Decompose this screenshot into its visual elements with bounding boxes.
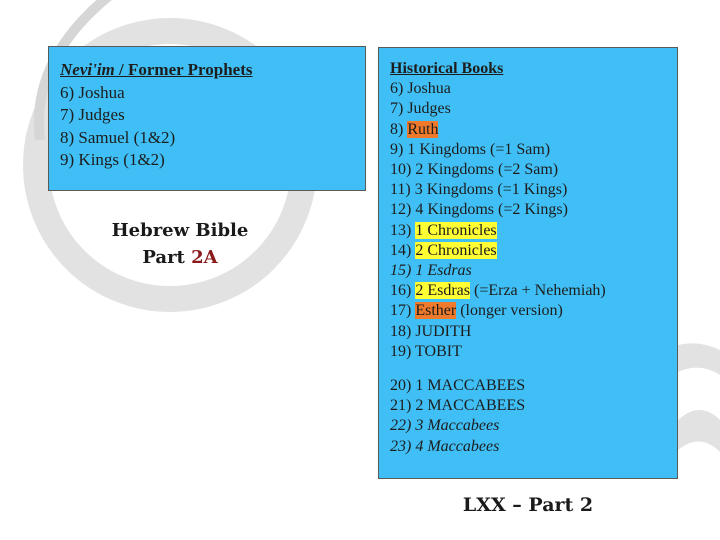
swirl-wave [678,343,720,375]
book-item: 7) Judges [60,105,125,124]
book-item: 21) 2 MACCABEES [390,397,526,415]
highlighted-book: 2 Esdras [415,282,470,300]
historical-books-title: Historical Books [390,60,504,77]
caption-line: Part 2A [142,247,218,268]
book-item: 12) 4 Kingdoms (=2 Kings) [390,201,568,219]
list-gap [390,362,677,376]
book-item: 7) Judges [390,100,451,118]
highlighted-book: 2 Chronicles [415,241,497,259]
book-item: 6) Joshua [390,80,451,98]
book-item: 22) 3 Maccabees [390,417,500,435]
book-item: 10) 2 Kingdoms (=2 Sam) [390,161,559,179]
book-item: 18) JUDITH [390,322,472,340]
lxx-caption: LXX – Part 2 [462,494,594,516]
hebrew-bible-caption: Hebrew Bible Part 2A [92,217,268,271]
historical-books-box: Historical Books 6) Joshua 7) Judges 8) Ru… [378,47,678,479]
book-item: 11) 3 Kingdoms (=1 Kings) [390,181,568,199]
book-item: 19) TOBIT [390,342,462,360]
highlighted-book: Ruth [407,120,439,138]
former-prophets-list: 6) Joshua 7) Judges 8) Samuel (1&2) 9) King… [60,82,365,172]
historical-books-list: 6) Joshua 7) Judges 8) Ruth 9) 1 Kingdoms (… [390,79,677,362]
part-number: 2A [191,247,218,268]
book-item: 17) Esther (longer version) [390,302,563,320]
former-prophets-box: Nevi'im / Former Prophets 6) Joshua 7) Ju… [48,46,366,191]
book-item: 9) Kings (1&2) [60,150,165,169]
book-item: 8) Ruth [390,120,439,138]
book-item: 20) 1 MACCABEES [390,377,526,395]
book-item: 16) 2 Esdras (=Erza + Nehemiah) [390,282,606,300]
swirl-wave [678,410,720,452]
caption-line: Hebrew Bible [111,220,249,241]
book-item: 13) 1 Chronicles [390,221,497,239]
book-item: 15) 1 Esdras [390,262,472,280]
former-prophets-title: Nevi'im / Former Prophets [60,60,253,79]
book-item: 14) 2 Chronicles [390,241,497,259]
maccabees-list: 20) 1 MACCABEES 21) 2 MACCABEES 22) 3 Macc… [390,376,677,457]
book-item: 8) Samuel (1&2) [60,127,176,147]
book-item: 9) 1 Kingdoms (=1 Sam) [390,140,551,158]
book-item: 23) 4 Maccabees [390,437,500,455]
book-item: 6) Joshua [60,82,125,102]
highlighted-book: Esther [415,302,457,320]
highlighted-book: 1 Chronicles [415,221,497,239]
